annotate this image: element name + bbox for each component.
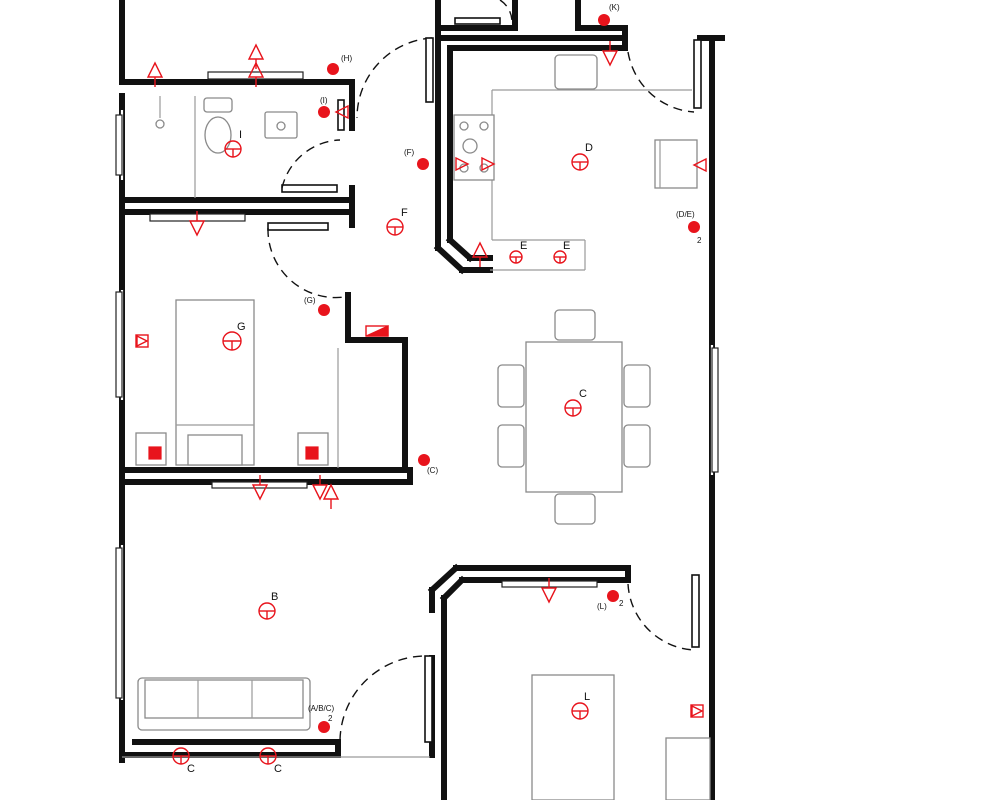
outlet-icon [471, 241, 489, 258]
outlet-icon [334, 104, 349, 120]
switch: (K) [598, 3, 620, 26]
switch: (A/B/C) 2 [308, 704, 335, 733]
light-point-label: E [563, 240, 570, 252]
switch: (C) [418, 454, 438, 475]
light-point: C [564, 388, 587, 417]
switch-label: (L) [597, 602, 607, 611]
switch-label: (C) [427, 466, 438, 475]
light-point: F [386, 207, 408, 236]
switch: (I) [318, 96, 330, 118]
light-point-label: F [401, 207, 408, 219]
switch: (G) [304, 296, 330, 316]
switch-label: (I) [320, 96, 328, 105]
switch: (F) [404, 148, 429, 170]
light-point: I [224, 129, 242, 158]
furniture [122, 54, 711, 800]
outlet-icon [146, 61, 164, 78]
light-point-label: I [239, 129, 242, 141]
switch: (D/E) 2 [676, 210, 702, 245]
floor-outlet-icon [305, 446, 319, 460]
switch-label: (A/B/C) [308, 704, 335, 713]
light-point-label: B [271, 591, 278, 603]
doors [267, 0, 702, 743]
switch: (H) [327, 54, 352, 75]
switch-label: (G) [304, 296, 316, 305]
switch: (L) 2 [597, 590, 624, 611]
light-point: L [571, 691, 590, 720]
light-point: D [571, 142, 593, 171]
light-point: C [259, 747, 282, 775]
data-outlet-icon [136, 334, 149, 348]
light-point-label: C [274, 763, 282, 775]
light-point-label: D [585, 142, 593, 154]
panel-icon [365, 325, 389, 337]
outlet-icon [601, 50, 619, 67]
outlet-icon [455, 156, 470, 172]
light-point-label: G [237, 321, 246, 333]
switch-label: (H) [341, 54, 352, 63]
outlet-icon [692, 157, 707, 173]
light-point-label: C [187, 763, 195, 775]
light-point: E [509, 240, 527, 264]
light-point-label: L [584, 691, 590, 703]
data-outlet-icon [691, 704, 704, 718]
switches: (H) (I) (K) (F) (D/E) 2 (G) (C) ( [304, 3, 702, 733]
panel-icon [365, 325, 389, 337]
light-point-label: E [520, 240, 527, 252]
switch-label: (K) [609, 3, 620, 12]
electrical-symbols [135, 41, 707, 718]
floor-outlet-icon [148, 446, 162, 460]
switch-gang: 2 [697, 236, 702, 245]
light-point: B [258, 591, 278, 620]
light-point: C [172, 747, 195, 775]
outlet-icon [481, 156, 496, 172]
outlet-icon [247, 43, 265, 60]
outlet-icon [188, 220, 206, 237]
light-point: E [553, 240, 570, 264]
outlet-icon [540, 587, 558, 604]
switch-label: (D/E) [676, 210, 695, 219]
switch-label: (F) [404, 148, 415, 157]
switch-gang: 2 [328, 714, 333, 723]
light-points: I D F E E G C B [172, 129, 593, 775]
light-point: G [222, 321, 246, 351]
switch-gang: 2 [619, 599, 624, 608]
light-point-label: C [579, 388, 587, 400]
